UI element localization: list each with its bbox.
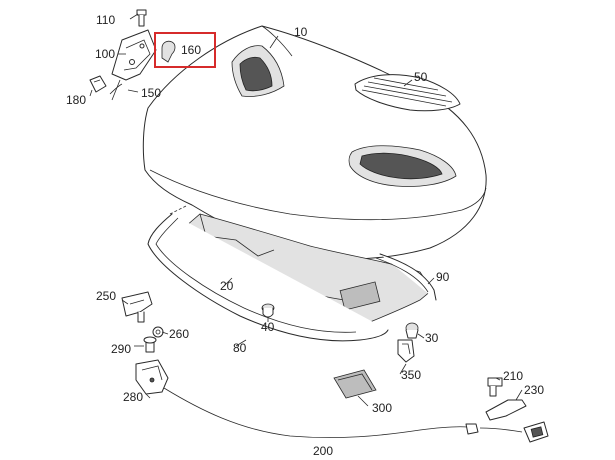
label-100: 100 — [95, 47, 115, 61]
rubber-plug-part — [261, 303, 275, 318]
cover-pad-part — [333, 369, 377, 399]
leader-lines — [89, 13, 523, 407]
label-210: 210 — [503, 369, 523, 383]
label-160: 160 — [181, 43, 201, 57]
bracket-part — [397, 339, 415, 363]
hinge-cap-part — [89, 75, 107, 93]
rubber-buffer-part — [405, 322, 419, 339]
hood-seal-part — [147, 205, 437, 342]
lock-bolt-part — [143, 336, 157, 353]
label-260: 260 — [169, 327, 189, 341]
label-300: 300 — [372, 401, 392, 415]
label-20: 20 — [220, 279, 234, 293]
label-180: 180 — [66, 93, 86, 107]
hinge-rod-part — [109, 83, 123, 95]
label-290: 290 — [111, 342, 131, 356]
hood-lock-part — [135, 359, 169, 395]
release-handle-part — [485, 399, 549, 443]
striker-nut-part — [152, 326, 164, 338]
release-bolt-part — [487, 377, 503, 397]
hood-hinge-part — [111, 29, 157, 101]
vent-grille-part — [354, 74, 461, 112]
label-280: 280 — [123, 390, 143, 404]
label-50: 50 — [414, 70, 428, 84]
label-90: 90 — [436, 270, 450, 284]
label-350: 350 — [401, 368, 421, 382]
release-cable-part — [163, 387, 523, 438]
hinge-bolt-part — [136, 9, 147, 27]
label-200: 200 — [313, 444, 333, 458]
highlight-box — [154, 32, 216, 68]
hinge-clip-part — [161, 40, 176, 63]
label-80: 80 — [233, 341, 247, 355]
label-150: 150 — [141, 86, 161, 100]
label-30: 30 — [425, 331, 439, 345]
label-250: 250 — [96, 289, 116, 303]
label-40: 40 — [261, 320, 275, 334]
label-10: 10 — [294, 25, 308, 39]
striker-bracket-part — [121, 291, 153, 323]
label-110: 110 — [96, 13, 115, 27]
label-230: 230 — [524, 383, 544, 397]
